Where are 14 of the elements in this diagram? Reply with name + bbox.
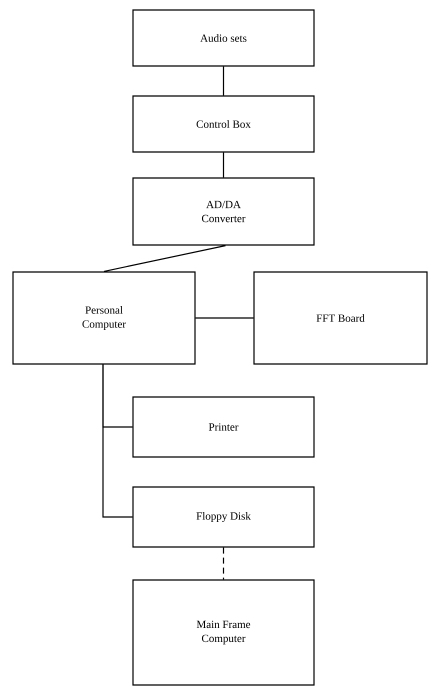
block-box: Printer	[132, 396, 315, 458]
connector-line	[102, 364, 132, 518]
connector-line	[222, 66, 224, 96]
connector-line	[196, 317, 254, 319]
block-box: FFT Board	[253, 271, 428, 365]
block-box: Main Frame Computer	[132, 579, 315, 686]
block-box: Audio sets	[132, 9, 315, 67]
connector-line	[222, 152, 224, 178]
block-box: Floppy Disk	[132, 486, 315, 548]
block-box: Personal Computer	[12, 271, 196, 365]
block-box: AD/DA Converter	[132, 177, 315, 246]
dashed-line	[222, 548, 224, 580]
block-box: Control Box	[132, 95, 315, 153]
connector-line	[104, 245, 226, 272]
